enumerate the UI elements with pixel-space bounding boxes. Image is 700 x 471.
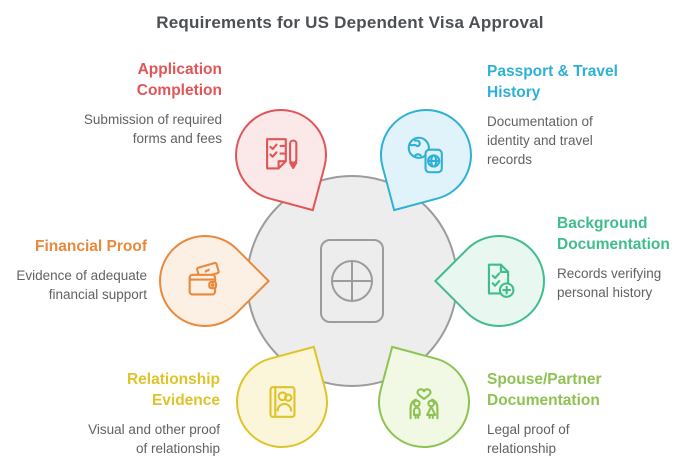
heading-passport-travel-history: Passport & Travel History	[487, 63, 618, 101]
family-heart-icon	[409, 388, 439, 420]
petal-passport-travel-history	[369, 98, 483, 212]
heading-relationship-evidence: Relationship Evidence	[126, 371, 220, 409]
heading-spouse-partner-documentation: Spouse/Partner Documentation	[487, 371, 602, 409]
checklist-pen-icon	[266, 138, 298, 170]
passport-icon	[320, 239, 384, 323]
description-spouse-partner-documentation: Legal proof of relationship	[487, 422, 570, 456]
heading-application-completion: Application Completion	[136, 61, 222, 99]
label-passport-travel-history: Passport & Travel History Documentation …	[487, 61, 667, 169]
heading-background-documentation: Background Documentation	[557, 215, 670, 253]
globe-passport-icon	[407, 136, 443, 174]
page-title: Requirements for US Dependent Visa Appro…	[156, 13, 544, 32]
petal-spouse-partner-documentation	[367, 345, 481, 459]
wallet-money-icon	[188, 261, 220, 296]
petal-icon-wrap	[237, 111, 325, 199]
petal-relationship-evidence	[225, 345, 339, 459]
petal-icon-wrap	[380, 358, 468, 446]
label-financial-proof: Financial Proof Evidence of adequate fin…	[0, 236, 147, 304]
photo-album-icon	[269, 386, 296, 418]
description-background-documentation: Records verifying personal history	[557, 266, 662, 300]
petal-financial-proof	[139, 215, 271, 347]
label-spouse-partner-documentation: Spouse/Partner Documentation Legal proof…	[487, 369, 687, 458]
petal-application-completion	[224, 98, 338, 212]
passport-emblem-icon	[331, 260, 373, 302]
central-circle	[246, 175, 458, 387]
petal-icon-wrap	[382, 111, 470, 199]
description-passport-travel-history: Documentation of identity and travel rec…	[487, 114, 593, 167]
document-plus-icon	[487, 263, 515, 298]
petal-icon-wrap	[161, 237, 249, 325]
petal-icon-wrap	[238, 358, 326, 446]
petal-background-documentation	[433, 215, 565, 347]
description-relationship-evidence: Visual and other proof of relationship	[88, 422, 220, 456]
description-application-completion: Submission of required forms and fees	[83, 112, 222, 146]
label-relationship-evidence: Relationship Evidence Visual and other p…	[40, 369, 220, 458]
label-application-completion: Application Completion Submission of req…	[12, 59, 222, 148]
description-financial-proof: Evidence of adequate financial support	[16, 268, 147, 302]
label-background-documentation: Background Documentation Records verifyi…	[557, 213, 699, 302]
petal-icon-wrap	[455, 237, 543, 325]
heading-financial-proof: Financial Proof	[35, 238, 147, 255]
